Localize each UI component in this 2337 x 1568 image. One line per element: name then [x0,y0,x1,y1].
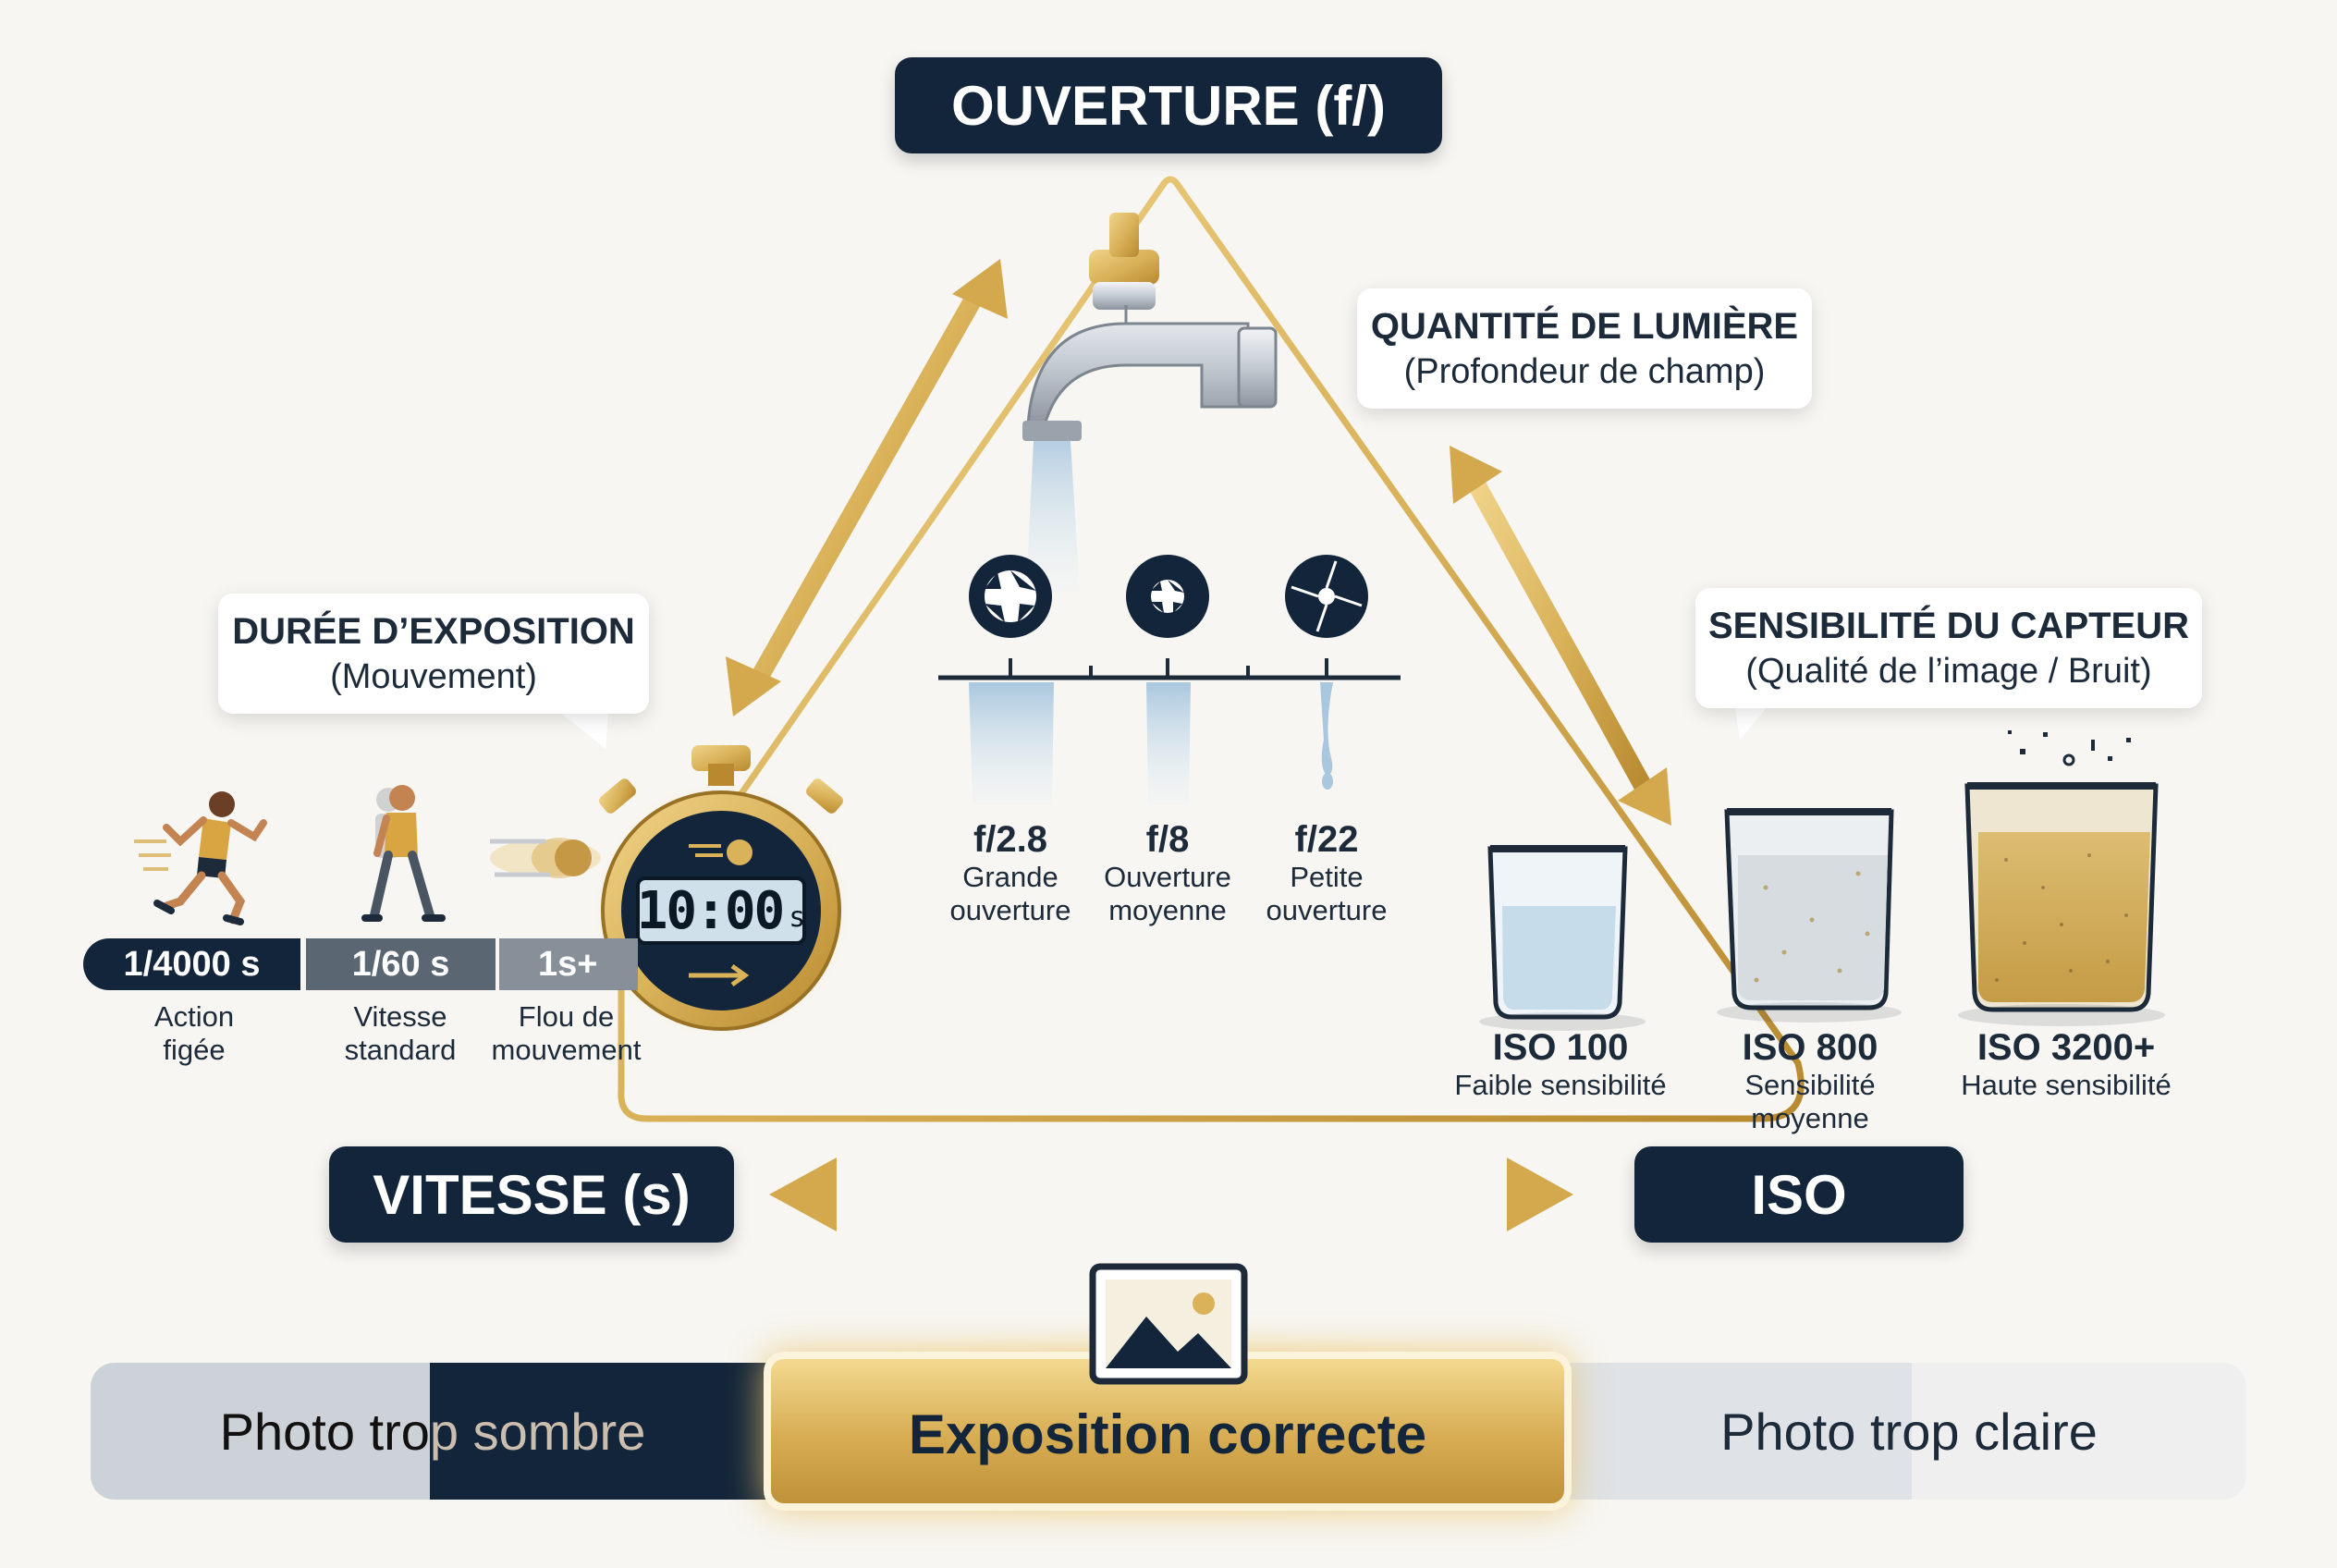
callout-sensor: SENSIBILITÉ DU CAPTEUR (Qualité de l’ima… [1695,588,2202,708]
beaker-icon [1479,845,1646,1031]
speed-chip-fast: 1/4000 s [83,938,300,990]
arrow-aperture-shutter [726,259,1008,717]
aperture-icon [1285,555,1368,638]
iso-label: ISO 800 Sensibilité moyenne [1681,1026,1939,1135]
aperture-desc-1: Ouverture [1104,861,1231,893]
running-man-icon [134,791,267,925]
iso-value: ISO 800 [1742,1027,1878,1068]
aperture-desc-1: Petite [1290,861,1364,893]
bar-bright-white-part [1912,1363,2246,1500]
iso-desc-1: Haute sensibilité [1961,1069,2172,1101]
speed-chip-text: 1/4000 s [123,944,261,984]
callout-duration-heading: DURÉE D’EXPOSITION [232,611,635,652]
aperture-icon [969,555,1052,638]
bar-correct-text: Exposition correcte [908,1403,1427,1465]
aperture-value: f/2.8 [973,819,1048,860]
stopwatch-time: 10:00 [636,880,786,941]
aperture-label: f/22 Petite ouverture [1243,818,1410,927]
speed-desc-1: Action [153,1000,235,1033]
callout-light: QUANTITÉ DE LUMIÈRE (Profondeur de champ… [1357,288,1812,409]
speed-chip-text: 1s+ [538,944,598,984]
speed-chip-standard: 1/60 s [306,938,496,990]
aperture-value: f/8 [1145,819,1190,860]
iso-desc-1: Faible sensibilité [1454,1069,1667,1101]
stopwatch-display: 10:00 s [636,878,806,943]
speed-desc: Vitesse standard [308,1000,493,1067]
stopwatch-unit: s [789,900,806,934]
bar-dark-text: Photo trop sombre [219,1402,646,1461]
callout-light-sub: (Profondeur de champ) [1403,352,1766,391]
speed-chip-text: 1/60 s [351,944,450,984]
beaker-icon [1958,730,2165,1026]
bar-bright-grey-part [1570,1363,1912,1500]
beaker-icon [1717,808,1902,1023]
aperture-icon [1126,555,1209,638]
water-stream-small [1320,682,1333,777]
callout-pointer [559,712,608,749]
arrow-aperture-iso [1450,446,1671,826]
speed-desc-2: figée [163,1034,226,1066]
bar-bright-text: Photo trop claire [1720,1402,2098,1461]
callout-duration-sub: (Mouvement) [330,657,537,696]
motion-blur-icon [490,838,601,878]
walking-man-icon [361,785,446,922]
aperture-desc-1: Grande [962,861,1058,893]
title-aperture: OUVERTURE (f/) [895,57,1442,153]
iso-label: ISO 3200+ Haute sensibilité [1937,1026,2196,1102]
title-iso: ISO [1634,1146,1964,1243]
title-iso-text: ISO [1751,1163,1847,1226]
aperture-desc-2: ouverture [1266,894,1388,926]
speed-desc: Flou de mouvement [476,1000,656,1067]
aperture-desc-2: ouverture [949,894,1071,926]
title-aperture-text: OUVERTURE (f/) [951,74,1386,137]
aperture-value: f/22 [1294,819,1359,860]
aperture-label: f/2.8 Grande ouverture [927,818,1094,927]
speed-desc: Action figée [102,1000,287,1067]
bar-dark-light-part [91,1363,430,1500]
iso-value: ISO 3200+ [1976,1027,2156,1068]
speed-desc-1: Vitesse [353,1000,447,1033]
water-stream-medium [1146,682,1191,804]
callout-sensor-heading: SENSIBILITÉ DU CAPTEUR [1707,606,2190,646]
callout-light-heading: QUANTITÉ DE LUMIÈRE [1370,306,1799,347]
faucet-icon [1022,213,1278,592]
speed-chip-slow: 1s+ [499,938,638,990]
stopwatch-icon [592,745,850,1040]
aperture-desc-2: moyenne [1108,894,1227,926]
speed-desc-1: Flou de [518,1000,615,1033]
arrow-shutter-iso [769,1158,1573,1231]
callout-sensor-sub: (Qualité de l’image / Bruit) [1745,652,2152,691]
aperture-label: f/8 Ouverture moyenne [1084,818,1251,927]
title-shutter-text: VITESSE (s) [373,1163,691,1226]
picture-icon [1089,1263,1248,1385]
iso-desc-1: Sensibilité [1744,1069,1876,1101]
bar-dark-label: Photo trop sombre [91,1363,775,1500]
speed-desc-2: standard [344,1034,457,1066]
speed-desc-2: mouvement [491,1034,642,1066]
iso-value: ISO 100 [1492,1027,1629,1068]
callout-duration: DURÉE D’EXPOSITION (Mouvement) [218,594,649,714]
iso-label: ISO 100 Faible sensibilité [1431,1026,1690,1102]
water-stream-large [969,682,1054,804]
bar-bright-label: Photo trop claire [1562,1363,2256,1500]
iso-desc-2: moyenne [1751,1102,1869,1134]
callout-pointer [1733,698,1775,740]
title-shutter: VITESSE (s) [329,1146,734,1243]
